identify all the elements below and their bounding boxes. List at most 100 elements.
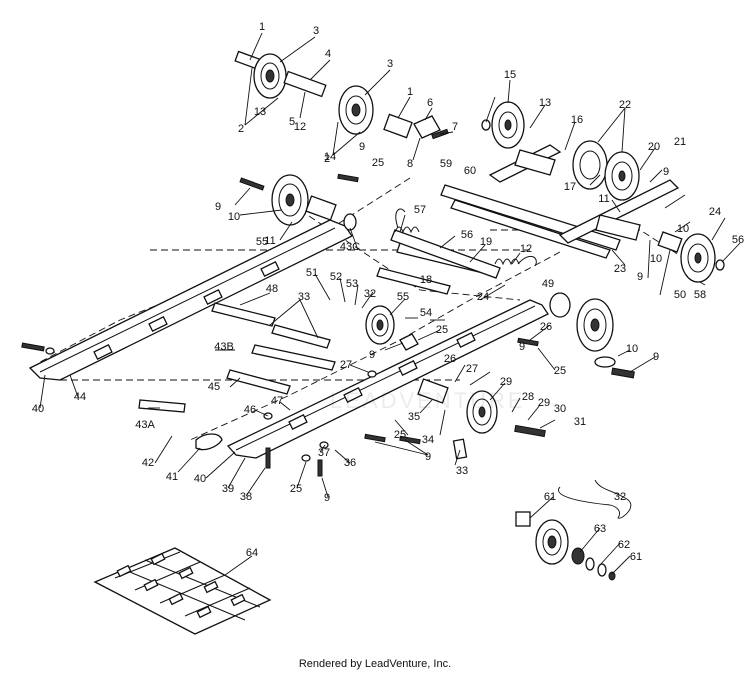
callout-13: 9 bbox=[215, 201, 221, 213]
callout-6: 1 bbox=[407, 86, 413, 98]
callout-11: 9 bbox=[359, 141, 365, 153]
callout-52: 48 bbox=[266, 283, 278, 295]
callout-34: 55 bbox=[256, 236, 268, 248]
callout-27: 17 bbox=[564, 181, 576, 193]
callout-10: 2 bbox=[324, 153, 330, 165]
callout-17: 13 bbox=[254, 106, 266, 118]
callout-33: 58 bbox=[694, 289, 706, 301]
callout-83: 36 bbox=[344, 457, 356, 469]
callout-71: 46 bbox=[244, 404, 256, 416]
callout-46: 52 bbox=[330, 271, 342, 283]
callout-36: 56 bbox=[461, 229, 473, 241]
callout-44: 50 bbox=[674, 289, 686, 301]
callout-90: 33 bbox=[456, 465, 468, 477]
callout-86: 39 bbox=[222, 483, 234, 495]
left-front-wheel bbox=[239, 174, 357, 231]
callout-56: 26 bbox=[540, 321, 552, 333]
callout-32: 56 bbox=[732, 234, 744, 246]
callout-12: 25 bbox=[372, 157, 384, 169]
callout-93: 63 bbox=[594, 523, 606, 535]
callout-87: 38 bbox=[240, 491, 252, 503]
callout-38: 19 bbox=[480, 236, 492, 248]
callout-24: 22 bbox=[619, 99, 631, 111]
callout-2: 4 bbox=[325, 48, 331, 60]
callout-16: 12 bbox=[294, 121, 306, 133]
callout-75: 29 bbox=[538, 397, 550, 409]
callout-0: 1 bbox=[259, 21, 265, 33]
callout-43: 9 bbox=[637, 271, 643, 283]
callout-51: 49 bbox=[542, 278, 554, 290]
callout-85: 40 bbox=[194, 473, 206, 485]
callout-21: 15 bbox=[504, 69, 516, 81]
rail-wear-guard bbox=[195, 433, 223, 451]
callout-49: 55 bbox=[397, 291, 409, 303]
mid-wheels bbox=[365, 292, 635, 460]
leader-lines bbox=[39, 32, 741, 576]
callout-66: 40 bbox=[32, 403, 44, 415]
callout-81: 41 bbox=[166, 471, 178, 483]
callout-72: 47 bbox=[271, 395, 283, 407]
callout-70: 43A bbox=[135, 419, 155, 431]
callout-25: 20 bbox=[648, 141, 660, 153]
callout-42: 10 bbox=[650, 253, 662, 265]
callout-35: 57 bbox=[414, 204, 426, 216]
callout-64: 26 bbox=[444, 353, 456, 365]
callout-95: 61 bbox=[630, 551, 642, 563]
callout-74: 28 bbox=[522, 391, 534, 403]
callout-67: 44 bbox=[74, 391, 86, 403]
callout-7: 6 bbox=[427, 97, 433, 109]
callout-89: 9 bbox=[324, 492, 330, 504]
callout-48: 32 bbox=[364, 288, 376, 300]
callout-19: 59 bbox=[440, 158, 452, 170]
torsion-spring-shaft bbox=[390, 208, 537, 279]
callout-54: 54 bbox=[420, 307, 432, 319]
callout-31: 24 bbox=[709, 206, 721, 218]
callout-15: 11 bbox=[264, 235, 275, 247]
callout-9: 8 bbox=[407, 158, 413, 170]
callout-60: 10 bbox=[626, 343, 638, 355]
callout-84: 9 bbox=[425, 451, 431, 463]
callout-58: 25 bbox=[554, 365, 566, 377]
callout-28: 11 bbox=[598, 193, 609, 205]
callout-65: 27 bbox=[466, 363, 478, 375]
callout-40: 12 bbox=[520, 243, 532, 255]
callout-73: 35 bbox=[408, 411, 420, 423]
footer-credit: Rendered by LeadVenture, Inc. bbox=[298, 658, 452, 670]
callout-61: 9 bbox=[653, 351, 659, 363]
callout-96: 64 bbox=[246, 547, 258, 559]
callout-53: 33 bbox=[298, 291, 310, 303]
callout-1: 3 bbox=[313, 25, 319, 37]
callout-47: 53 bbox=[346, 278, 358, 290]
callout-4: 2 bbox=[238, 123, 244, 135]
callout-14: 10 bbox=[228, 211, 240, 223]
callout-94: 62 bbox=[618, 539, 630, 551]
callout-41: 23 bbox=[614, 263, 626, 275]
callout-5: 5 bbox=[289, 116, 295, 128]
callout-80: 42 bbox=[142, 457, 154, 469]
callout-62: 9 bbox=[519, 341, 525, 353]
callout-57: 9 bbox=[369, 349, 375, 361]
callout-30: 10 bbox=[677, 223, 689, 235]
callout-69: 29 bbox=[500, 376, 512, 388]
callout-77: 31 bbox=[574, 416, 586, 428]
callout-18: 14 bbox=[324, 151, 336, 163]
right-rail bbox=[226, 299, 549, 459]
callout-68: 45 bbox=[208, 381, 220, 393]
callout-78: 25 bbox=[394, 429, 406, 441]
callout-91: 32 bbox=[614, 491, 626, 503]
callout-50: 24 bbox=[477, 291, 489, 303]
callout-26: 21 bbox=[674, 136, 686, 148]
callout-63: 27 bbox=[340, 359, 352, 371]
callout-88: 25 bbox=[290, 483, 302, 495]
track-section bbox=[93, 547, 272, 635]
callout-29: 9 bbox=[663, 166, 669, 178]
callout-59: 43B bbox=[214, 341, 234, 353]
fasteners bbox=[21, 119, 546, 477]
callout-39: 18 bbox=[420, 274, 432, 286]
callout-22: 13 bbox=[539, 97, 551, 109]
callout-76: 30 bbox=[554, 403, 566, 415]
callout-20: 60 bbox=[464, 165, 476, 177]
watermark: LEADVENTURE bbox=[330, 388, 526, 413]
